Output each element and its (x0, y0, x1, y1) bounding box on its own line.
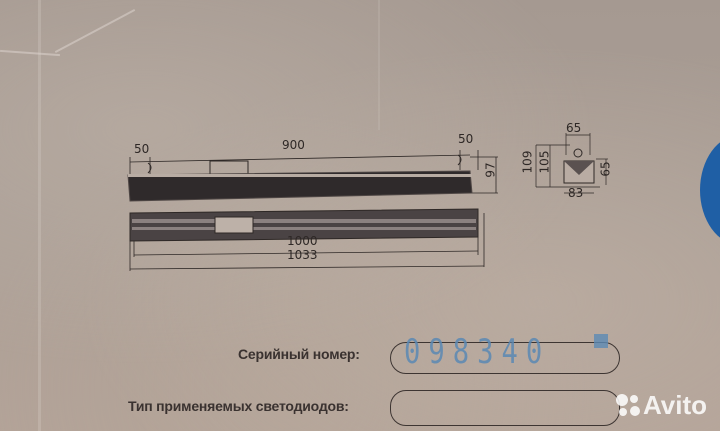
avito-text: Avito (643, 390, 708, 420)
serial-number-field (390, 342, 620, 374)
dim-end-height-total: 109 (520, 150, 535, 174)
dim-end-side-height: 65 (598, 161, 613, 177)
led-type-label: Тип применяемых светодиодов: (128, 398, 349, 414)
dim-span: 900 (282, 138, 305, 152)
led-type-field (390, 390, 620, 426)
serial-number-value: 098340 (404, 332, 551, 372)
serial-number-label: Серийный номер: (238, 346, 360, 362)
cardboard-crease (378, 0, 380, 130)
dim-left-offset: 50 (134, 142, 150, 156)
end-view-svg (535, 133, 608, 194)
blue-logo-edge (700, 135, 720, 245)
lamp-drawing-svg (127, 150, 498, 271)
cardboard-crease (38, 0, 41, 431)
cardboard-crease (54, 8, 136, 54)
dim-right-offset: 50 (458, 132, 474, 146)
dim-end-top-width: 65 (566, 121, 582, 135)
dim-total-length: 1033 (287, 248, 318, 262)
stamp-mark (594, 334, 608, 348)
dim-end-bottom-width: 83 (568, 186, 584, 200)
dim-height: 97 (483, 162, 498, 178)
dim-end-height-body: 105 (537, 150, 552, 174)
cardboard-crease (0, 49, 60, 57)
avito-logo-icon (616, 394, 640, 416)
dim-inner-length: 1000 (287, 234, 318, 248)
